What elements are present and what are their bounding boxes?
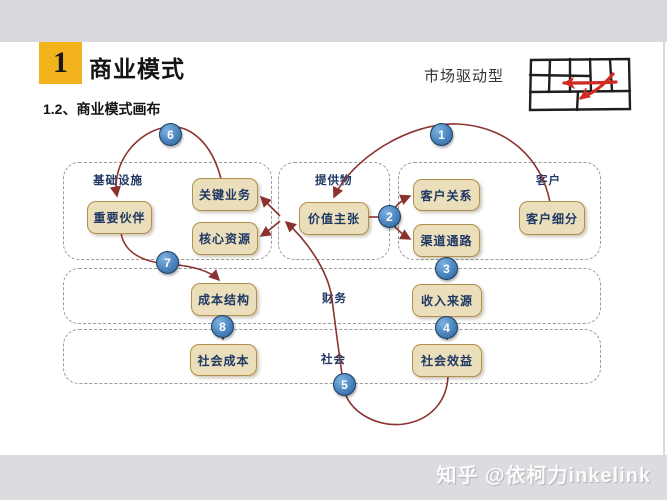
flow-step-circle-3: 3 bbox=[435, 257, 458, 280]
box-core-resources: 核心资源 bbox=[192, 222, 258, 255]
box-value-proposition: 价值主张 bbox=[299, 202, 369, 235]
label-customer: 客户 bbox=[536, 175, 561, 187]
box-customer-relationships: 客户关系 bbox=[413, 179, 480, 211]
flow-step-circle-5: 5 bbox=[333, 373, 356, 396]
flow-step-circle-8: 8 bbox=[211, 315, 234, 338]
box-cost-structure: 成本结构 bbox=[191, 283, 257, 316]
flow-step-circle-2: 2 bbox=[378, 205, 401, 228]
box-key-partners: 重要伙伴 bbox=[87, 201, 152, 234]
flow-step-circle-4: 4 bbox=[435, 316, 458, 339]
flow-step-circle-1: 1 bbox=[430, 123, 453, 146]
label-finance: 财务 bbox=[322, 293, 347, 305]
bottom-gray-bar bbox=[0, 455, 667, 500]
model-type-label: 市场驱动型 bbox=[424, 68, 505, 85]
box-customer-segments: 客户细分 bbox=[519, 201, 585, 235]
box-key-activities: 关键业务 bbox=[192, 178, 258, 211]
flow-step-circle-6: 6 bbox=[159, 123, 182, 146]
box-channels: 渠道通路 bbox=[413, 224, 480, 257]
box-social-benefits: 社会效益 bbox=[412, 344, 482, 377]
label-offering: 提供物 bbox=[315, 175, 353, 187]
page-title: 商业模式 bbox=[89, 56, 185, 82]
box-revenue-streams: 收入来源 bbox=[412, 284, 482, 317]
slide-subtitle: 1.2、商业模式画布 bbox=[43, 101, 161, 117]
top-gray-bar bbox=[0, 0, 667, 42]
label-infrastructure: 基础设施 bbox=[93, 175, 143, 187]
box-social-costs: 社会成本 bbox=[190, 344, 257, 376]
watermark-text: 知乎 @依柯力inkelink bbox=[436, 465, 651, 487]
label-society: 社会 bbox=[321, 354, 346, 366]
right-edge-divider bbox=[663, 42, 665, 455]
flow-step-circle-7: 7 bbox=[156, 251, 179, 274]
canvas-sketch-icon bbox=[528, 57, 632, 112]
section-number-badge: 1 bbox=[39, 42, 82, 84]
